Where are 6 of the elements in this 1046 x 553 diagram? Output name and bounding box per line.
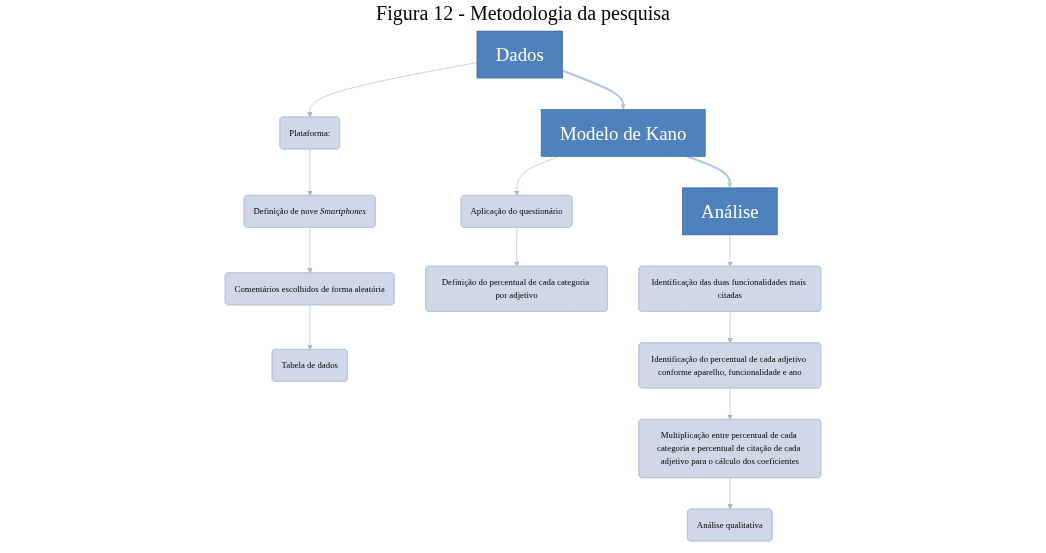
node-box: Dados — [476, 30, 563, 79]
arrow — [562, 69, 626, 110]
node-box: Modelo de Kano — [540, 109, 706, 157]
arrow — [686, 155, 733, 189]
figure-title: Figura 12 - Metodologia da pesquisa — [375, 1, 671, 26]
node-box: Análise — [681, 187, 778, 236]
